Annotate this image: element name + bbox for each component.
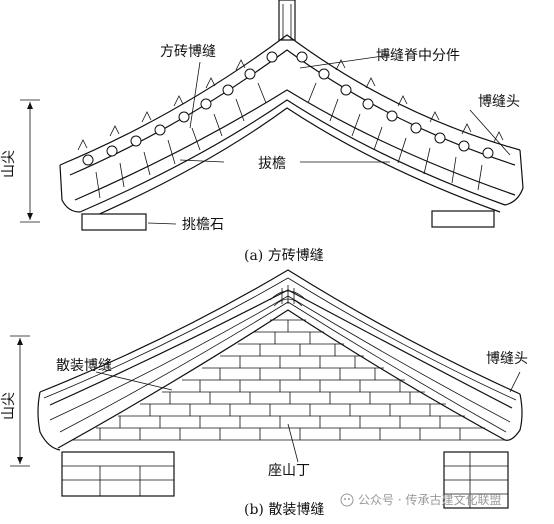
svg-text:公众号 · 传承古建文化联盟: 公众号 · 传承古建文化联盟 [358,492,501,507]
label-bofeng-jizhong-fenjian: 博缝脊中分件 [376,47,460,64]
bayan-eave-a [79,99,506,213]
roof-inner-a [69,49,516,176]
brick-band-b [57,309,506,449]
label-bofeng-tou-a: 博缝头 [478,93,520,110]
label-sanzhuang-bofeng: 散装博缝 [56,357,112,374]
caption-a: (a) 方砖博缝 [244,247,324,264]
bofeng-head-left-b [37,391,61,451]
shanjian-dimension-b [10,335,30,467]
label-fangzhuan-bofeng: 方砖博缝 [160,43,216,60]
tile-teeth-left-a [77,59,246,151]
ridge-finial-a [278,0,296,41]
bofeng-head-left-a [59,164,81,213]
bofeng-head-right-a [504,149,524,206]
roof-outline-b [39,269,521,395]
brick-joints-b [99,320,461,440]
label-shanjian-b: 山尖 [1,392,17,420]
label-tiaoyan-shi: 挑檐石 [182,217,224,233]
tiaoyan-stone-right [431,210,495,228]
label-zuoshanding: 座山丁 [268,463,310,479]
label-bofeng-tou-b: 博缝头 [486,350,528,367]
tiaoyan-stone-left [81,213,147,231]
figure-a: 方砖博缝 博缝脊中分件 博缝头 拔檐 挑檐石 山尖 (a) 方砖博缝 [1,0,524,264]
brick-board-a [74,89,516,201]
base-wall-b [61,451,509,509]
tile-teeth-right-a [335,59,504,143]
tile-beads-a [82,51,494,166]
leaders-b [95,371,521,463]
brick-wall-b [72,319,505,441]
roof-inner-b [49,289,513,409]
bayan-eave-inner-a [85,107,501,221]
bofeng-courses-b [43,277,517,433]
caption-b: (b) 散装博缝 [244,501,324,518]
shanjian-dimension-a [20,99,40,223]
label-bayan: 拔檐 [258,156,286,172]
label-shanjian-a: 山尖 [1,150,17,178]
watermark: 公众号 · 传承古建文化联盟 [340,492,501,507]
leaders-a [147,54,511,225]
board-cells-a [95,82,483,199]
figure-b: 散装博缝 博缝头 山尖 座山丁 (b) 散装博缝 [1,269,528,518]
keystone-fan-b [269,285,307,307]
bofeng-head-right-b [504,393,523,441]
roof-outline-a [59,34,521,166]
